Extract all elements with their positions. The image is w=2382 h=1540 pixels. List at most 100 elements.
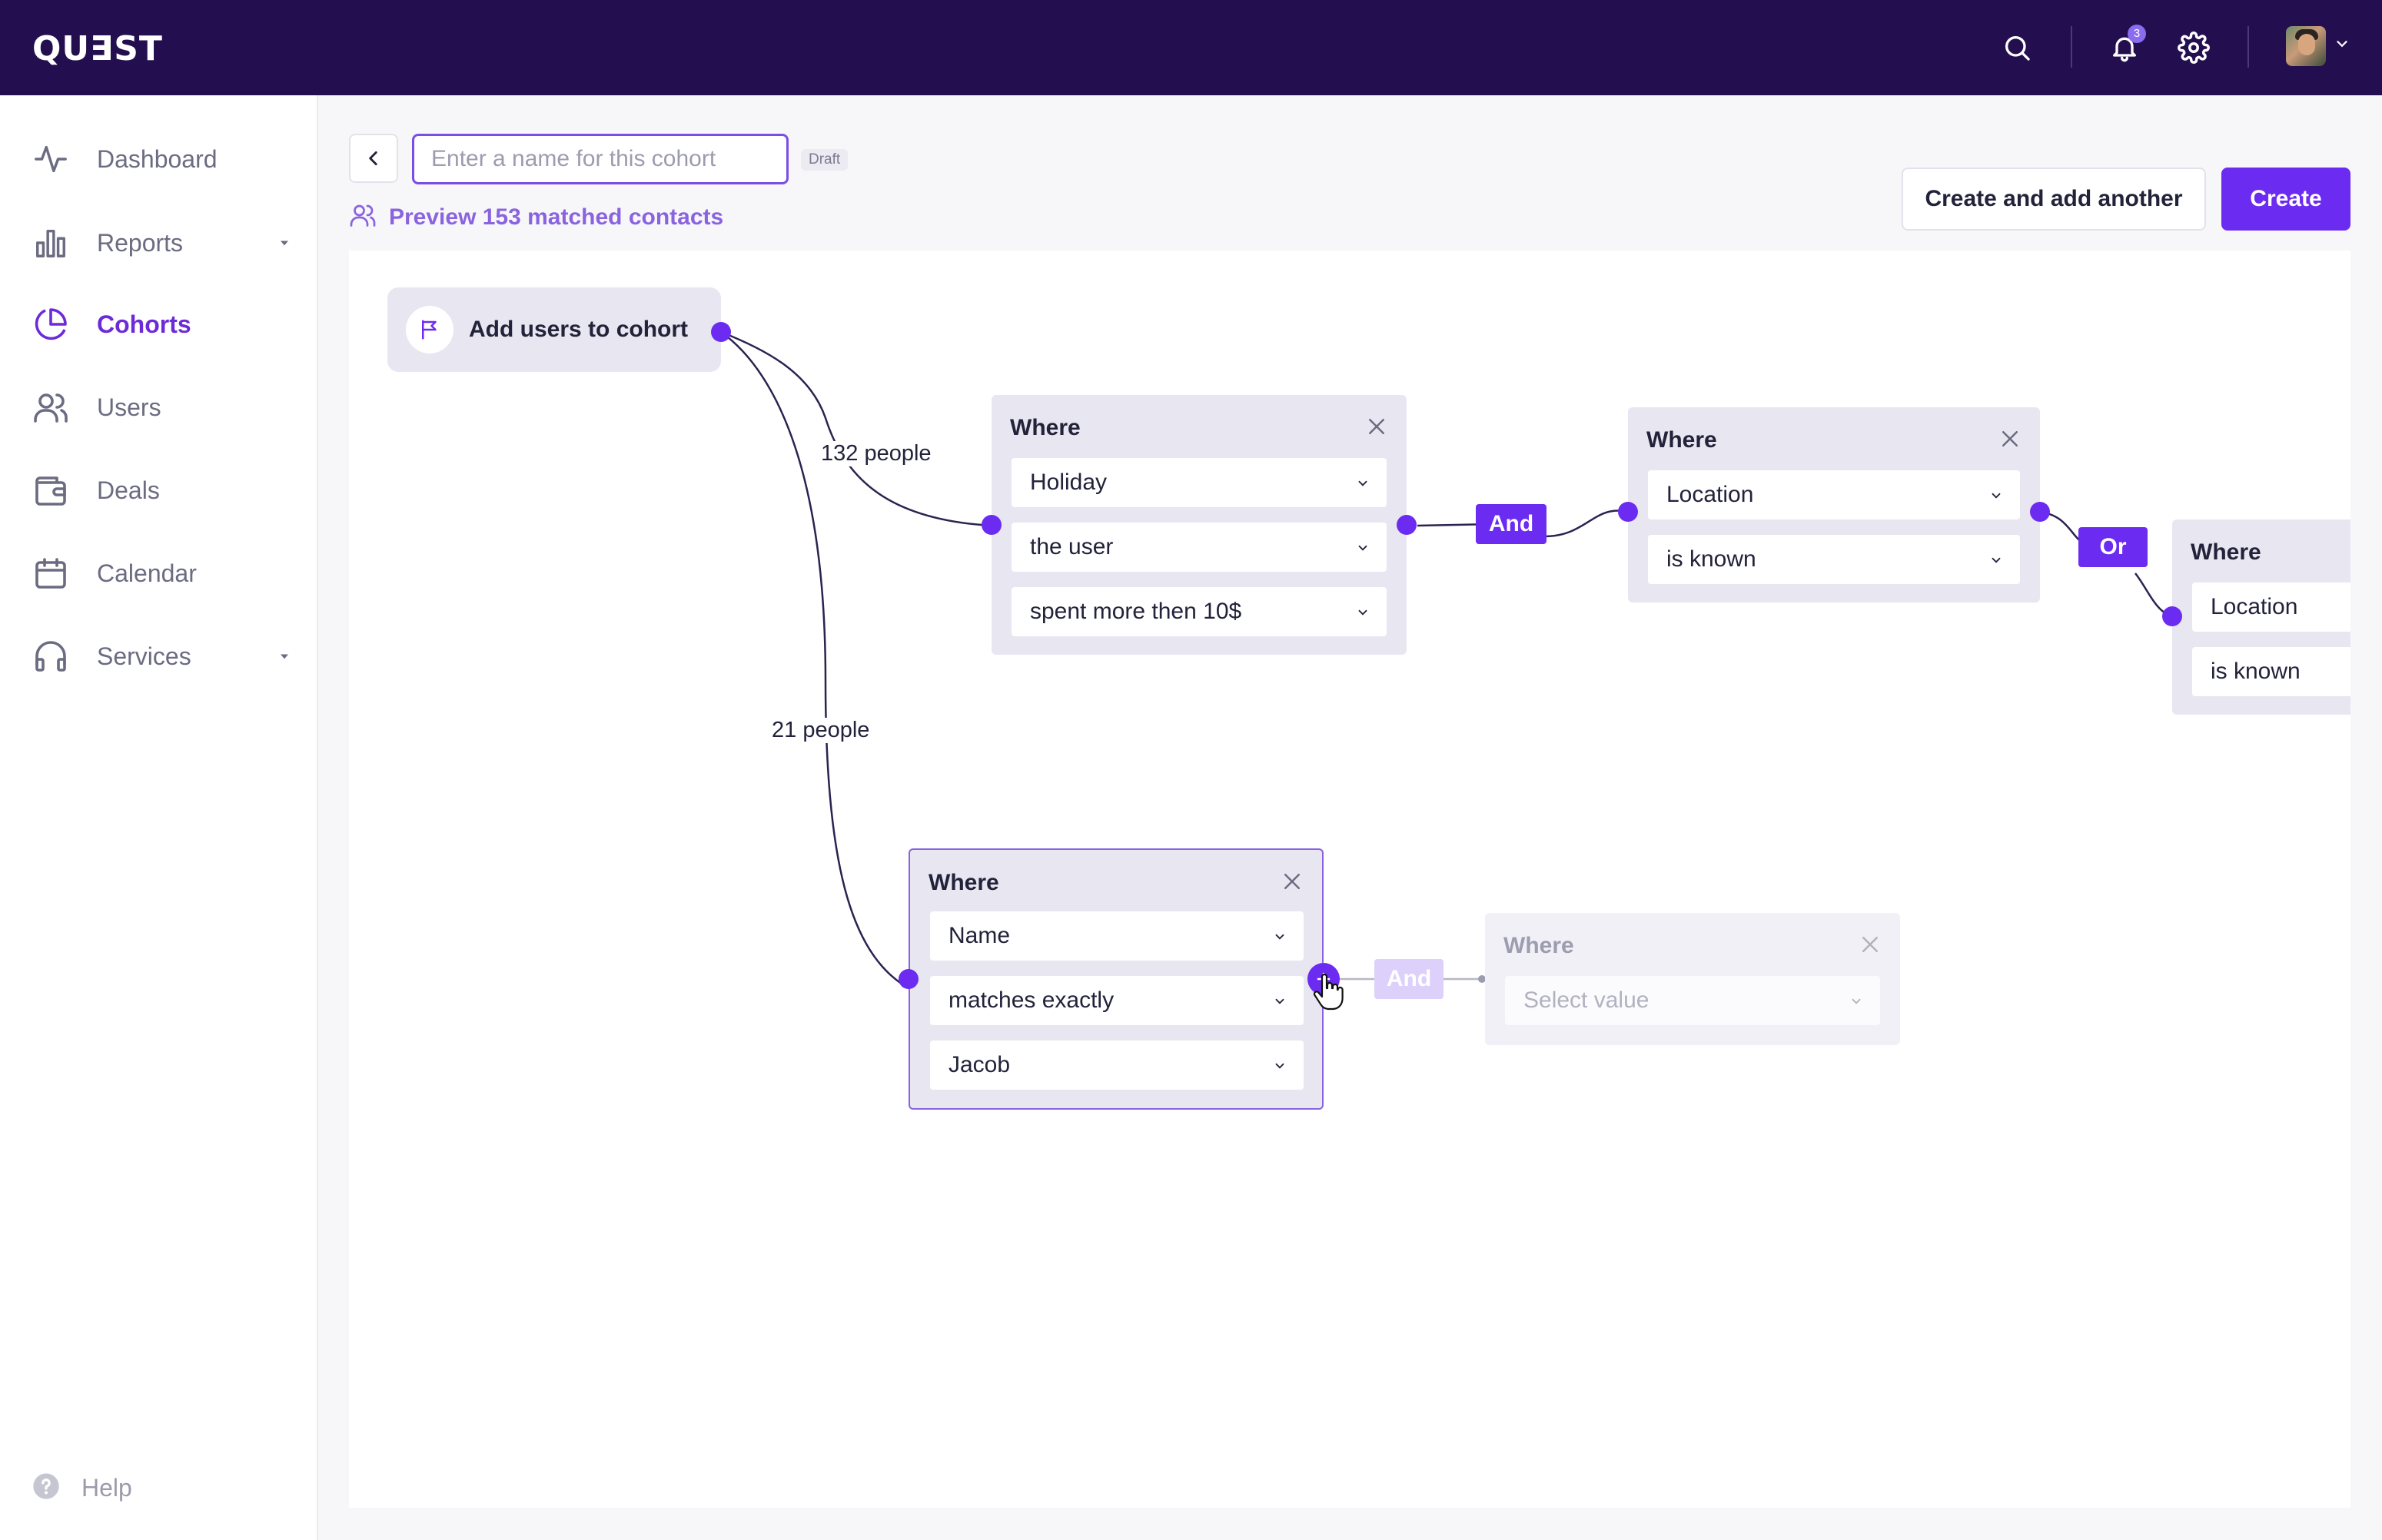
caret-down-icon bbox=[277, 649, 292, 668]
help-label: Help bbox=[81, 1474, 132, 1502]
help-circle-icon bbox=[31, 1471, 61, 1505]
and-operator-button[interactable]: And bbox=[1476, 504, 1546, 544]
field-select[interactable]: Location bbox=[1648, 470, 2020, 519]
card-input-handle[interactable] bbox=[1618, 502, 1638, 522]
chevron-left-icon bbox=[369, 151, 377, 165]
select-value: Holiday bbox=[1030, 470, 1108, 495]
chevron-down-icon[interactable] bbox=[2334, 35, 2350, 56]
close-icon[interactable] bbox=[1859, 933, 1882, 956]
card-title: Where bbox=[1010, 415, 1081, 440]
edge-and-to-location bbox=[1544, 509, 1629, 538]
where-condition-card-selected: Where Name matches exactly Jacob bbox=[909, 848, 1324, 1110]
chevron-down-icon bbox=[1358, 609, 1367, 616]
and-operator-ghost[interactable]: And bbox=[1374, 959, 1443, 999]
sidebar-item-label: Dashboard bbox=[97, 144, 218, 173]
cohort-name-input[interactable] bbox=[412, 134, 789, 184]
where-condition-card: Where Holiday the user spent more then 1… bbox=[992, 395, 1407, 655]
flag-icon bbox=[406, 306, 453, 353]
user-avatar[interactable] bbox=[2286, 26, 2326, 66]
field-select[interactable]: Holiday bbox=[1012, 458, 1387, 507]
topbar-divider bbox=[2071, 26, 2072, 68]
notification-count-badge: 3 bbox=[2128, 25, 2146, 43]
sidebar-item-reports[interactable]: Reports bbox=[31, 218, 292, 267]
search-icon[interactable] bbox=[1992, 23, 2041, 72]
preview-matched-contacts-link[interactable]: Preview 153 matched contacts bbox=[349, 201, 723, 233]
sidebar-item-users[interactable]: Users bbox=[31, 383, 292, 432]
edge-start-to-holiday bbox=[720, 330, 992, 527]
settings-gear-icon[interactable] bbox=[2169, 23, 2218, 72]
where-condition-card: Where Location is known bbox=[2172, 519, 2350, 715]
activity-icon bbox=[31, 139, 71, 179]
notifications-icon[interactable]: 3 bbox=[2100, 23, 2149, 72]
edge-label-top-branch: 132 people bbox=[818, 441, 935, 466]
users-icon bbox=[349, 201, 377, 233]
card-title: Where bbox=[2191, 539, 2261, 565]
select-placeholder: Select value bbox=[1523, 987, 1649, 1013]
where-condition-card: Where Location is known bbox=[1628, 407, 2040, 602]
draft-status-badge: Draft bbox=[801, 149, 849, 171]
sidebar-item-dashboard[interactable]: Dashboard bbox=[31, 134, 292, 184]
back-button[interactable] bbox=[349, 134, 398, 183]
start-node-label: Add users to cohort bbox=[469, 317, 689, 342]
sidebar-item-label: Cohorts bbox=[97, 310, 191, 338]
field-select[interactable]: Name bbox=[930, 911, 1304, 961]
sidebar-item-label: Reports bbox=[97, 228, 184, 257]
close-icon[interactable] bbox=[1281, 870, 1304, 893]
value-select[interactable]: spent more then 10$ bbox=[1012, 587, 1387, 636]
create-and-add-another-button[interactable]: Create and add another bbox=[1902, 168, 2206, 231]
edge-label-bottom-branch: 21 people bbox=[769, 718, 873, 743]
app-logo[interactable]: QU∃ST bbox=[32, 22, 163, 75]
value-select[interactable]: Jacob bbox=[930, 1040, 1304, 1090]
card-input-handle[interactable] bbox=[2162, 606, 2182, 626]
chevron-down-icon bbox=[1852, 998, 1861, 1004]
wallet-icon bbox=[31, 470, 71, 510]
select-value: Location bbox=[1666, 482, 1754, 507]
select-value: Jacob bbox=[948, 1052, 1011, 1077]
sidebar-item-services[interactable]: Services bbox=[31, 632, 292, 681]
hand-cursor-icon bbox=[1313, 973, 1344, 1011]
pie-chart-icon bbox=[31, 304, 71, 344]
card-input-handle[interactable] bbox=[899, 969, 919, 989]
preview-label: Preview 153 matched contacts bbox=[389, 204, 724, 230]
card-title: Where bbox=[929, 870, 999, 895]
topbar-divider bbox=[2247, 26, 2249, 68]
select-value: the user bbox=[1030, 534, 1114, 559]
card-output-handle[interactable] bbox=[2030, 502, 2050, 522]
close-icon[interactable] bbox=[1998, 427, 2022, 450]
sidebar-item-label: Users bbox=[97, 393, 161, 421]
select-value: is known bbox=[1666, 546, 1756, 572]
top-bar: QU∃ST 3 bbox=[0, 0, 2382, 95]
chevron-down-icon bbox=[1992, 557, 2001, 563]
select-value: Name bbox=[948, 923, 1011, 948]
headphones-icon bbox=[31, 636, 71, 676]
help-link[interactable]: Help bbox=[31, 1471, 132, 1505]
card-output-handle[interactable] bbox=[1397, 515, 1417, 535]
ghost-connector-dot bbox=[1478, 975, 1486, 983]
calendar-icon bbox=[31, 553, 71, 593]
add-users-to-cohort-node[interactable]: Add users to cohort bbox=[387, 287, 721, 372]
create-button[interactable]: Create bbox=[2221, 168, 2350, 231]
field-select[interactable]: Location bbox=[2192, 582, 2350, 632]
operator-select[interactable]: is known bbox=[2192, 647, 2350, 696]
value-select[interactable]: Select value bbox=[1505, 976, 1880, 1025]
operator-select[interactable]: matches exactly bbox=[930, 976, 1304, 1025]
flow-canvas[interactable]: Add users to cohort 132 people 21 people… bbox=[349, 251, 2350, 1508]
chevron-down-icon bbox=[1275, 934, 1284, 940]
avatar-face bbox=[2298, 34, 2315, 55]
sidebar-item-calendar[interactable]: Calendar bbox=[31, 549, 292, 598]
select-value: Location bbox=[2211, 594, 2298, 619]
chevron-down-icon bbox=[1275, 998, 1284, 1004]
operator-select[interactable]: is known bbox=[1648, 535, 2020, 584]
sidebar-item-label: Deals bbox=[97, 476, 160, 504]
users-icon bbox=[31, 387, 71, 427]
or-operator-button[interactable]: Or bbox=[2078, 527, 2148, 567]
caret-down-icon bbox=[277, 235, 292, 254]
close-icon[interactable] bbox=[1365, 415, 1388, 438]
card-title: Where bbox=[1646, 427, 1717, 453]
card-input-handle[interactable] bbox=[982, 515, 1002, 535]
sidebar-item-deals[interactable]: Deals bbox=[31, 466, 292, 515]
start-output-handle[interactable] bbox=[711, 322, 731, 342]
sidebar-item-cohorts[interactable]: Cohorts bbox=[31, 300, 292, 349]
operator-select[interactable]: the user bbox=[1012, 523, 1387, 572]
card-title: Where bbox=[1503, 933, 1574, 958]
